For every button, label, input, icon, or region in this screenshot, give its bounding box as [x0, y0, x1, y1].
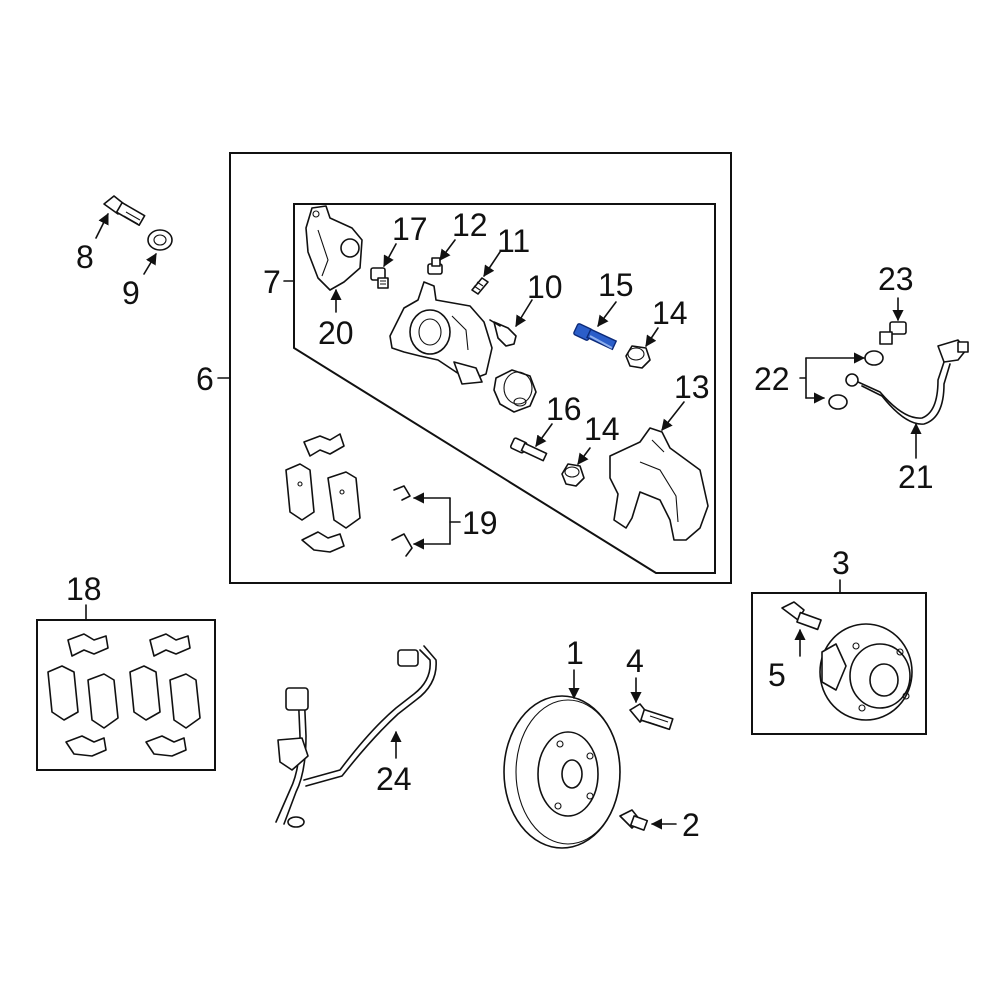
callout-10[interactable]: 10	[527, 269, 563, 305]
callout-24[interactable]: 24	[376, 761, 412, 797]
guide-bolt-highlighted-part[interactable]	[573, 323, 618, 351]
brake-pads-in-box[interactable]	[285, 433, 361, 553]
callout-20[interactable]: 20	[318, 315, 354, 351]
callout-21[interactable]: 21	[898, 459, 934, 495]
callout-14-upper[interactable]: 14	[652, 295, 688, 331]
callout-17[interactable]: 17	[392, 211, 428, 247]
pad-kit-box	[36, 604, 216, 771]
bolt-8-part[interactable]	[103, 195, 146, 226]
boot-upper-part[interactable]	[625, 345, 651, 369]
hub-box	[751, 579, 927, 735]
abs-sensor-24-part[interactable]	[275, 645, 437, 828]
callout-23[interactable]: 23	[878, 261, 914, 297]
callout-22[interactable]: 22	[754, 361, 790, 397]
callout-9[interactable]: 9	[122, 275, 140, 311]
banjo-bolt-23-part[interactable]	[879, 321, 907, 345]
boot-lower-part[interactable]	[561, 463, 585, 487]
bleeder-screw-part[interactable]	[471, 277, 489, 295]
callout-3[interactable]: 3	[832, 545, 850, 581]
brake-rotor-part[interactable]	[503, 695, 621, 849]
caliper-carrier-part[interactable]	[609, 427, 709, 541]
callout-5[interactable]: 5	[768, 657, 786, 693]
washer-9-part[interactable]	[147, 229, 173, 251]
callout-14-lower[interactable]: 14	[584, 411, 620, 447]
bolt-part[interactable]	[370, 267, 389, 289]
callout-7[interactable]: 7	[263, 264, 281, 300]
callout-6[interactable]: 6	[196, 361, 214, 397]
brake-hose-21-part[interactable]	[845, 339, 969, 425]
callout-8[interactable]: 8	[76, 239, 94, 275]
bleeder-cap-part[interactable]	[427, 257, 443, 275]
washers-22-part[interactable]	[828, 350, 884, 410]
callout-16[interactable]: 16	[546, 391, 582, 427]
caliper-housing-part[interactable]	[389, 281, 493, 385]
callout-2[interactable]: 2	[682, 807, 700, 843]
callout-4[interactable]: 4	[626, 643, 644, 679]
caliper-assembly-box	[217, 152, 732, 584]
wheel-hub-part[interactable]	[819, 623, 913, 721]
hub-bolt-5-part[interactable]	[781, 601, 822, 631]
callout-1[interactable]: 1	[566, 635, 584, 671]
wheel-bolt-4-part[interactable]	[629, 703, 674, 731]
brake-pad-kit-part[interactable]	[47, 633, 201, 757]
rotor-screw-2-part[interactable]	[619, 809, 649, 831]
callout-11[interactable]: 11	[497, 223, 530, 259]
callout-19[interactable]: 19	[462, 505, 498, 541]
guide-bolt-lower-part[interactable]	[509, 437, 548, 462]
spring-clips-part[interactable]	[391, 485, 413, 557]
guide-pin-part[interactable]	[489, 319, 517, 347]
callout-18[interactable]: 18	[66, 571, 102, 607]
callout-12[interactable]: 12	[452, 207, 488, 243]
caliper-piston-part[interactable]	[493, 369, 537, 413]
callout-13[interactable]: 13	[674, 369, 710, 405]
callout-15[interactable]: 15	[598, 267, 634, 303]
caliper-bracket-part[interactable]	[305, 205, 363, 291]
